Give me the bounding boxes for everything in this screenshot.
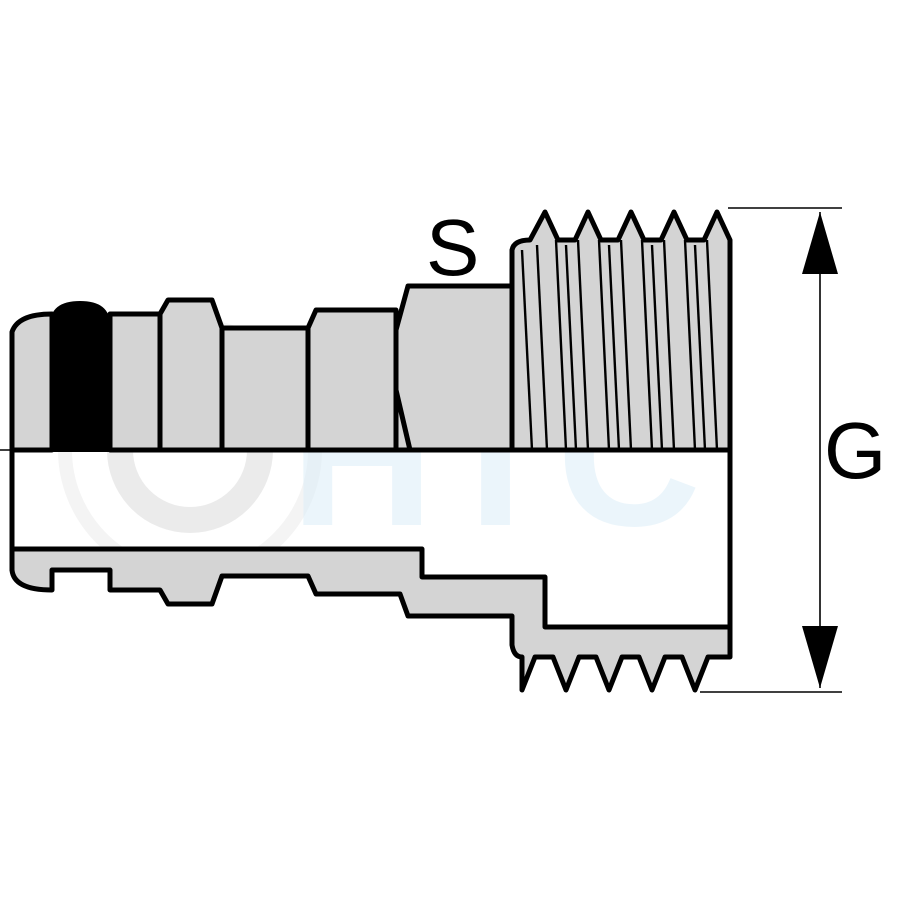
wrench-size-label: S <box>426 203 479 292</box>
thread-lines <box>520 239 719 451</box>
thread-size-label: G <box>824 406 886 495</box>
dimension-g: G <box>700 207 886 693</box>
dim-arrow-down-icon <box>802 626 838 688</box>
dim-arrow-up-icon <box>802 212 838 274</box>
hex-edge <box>393 327 413 453</box>
o-ring-seal <box>50 300 110 452</box>
lower-wall-section <box>9 447 733 693</box>
